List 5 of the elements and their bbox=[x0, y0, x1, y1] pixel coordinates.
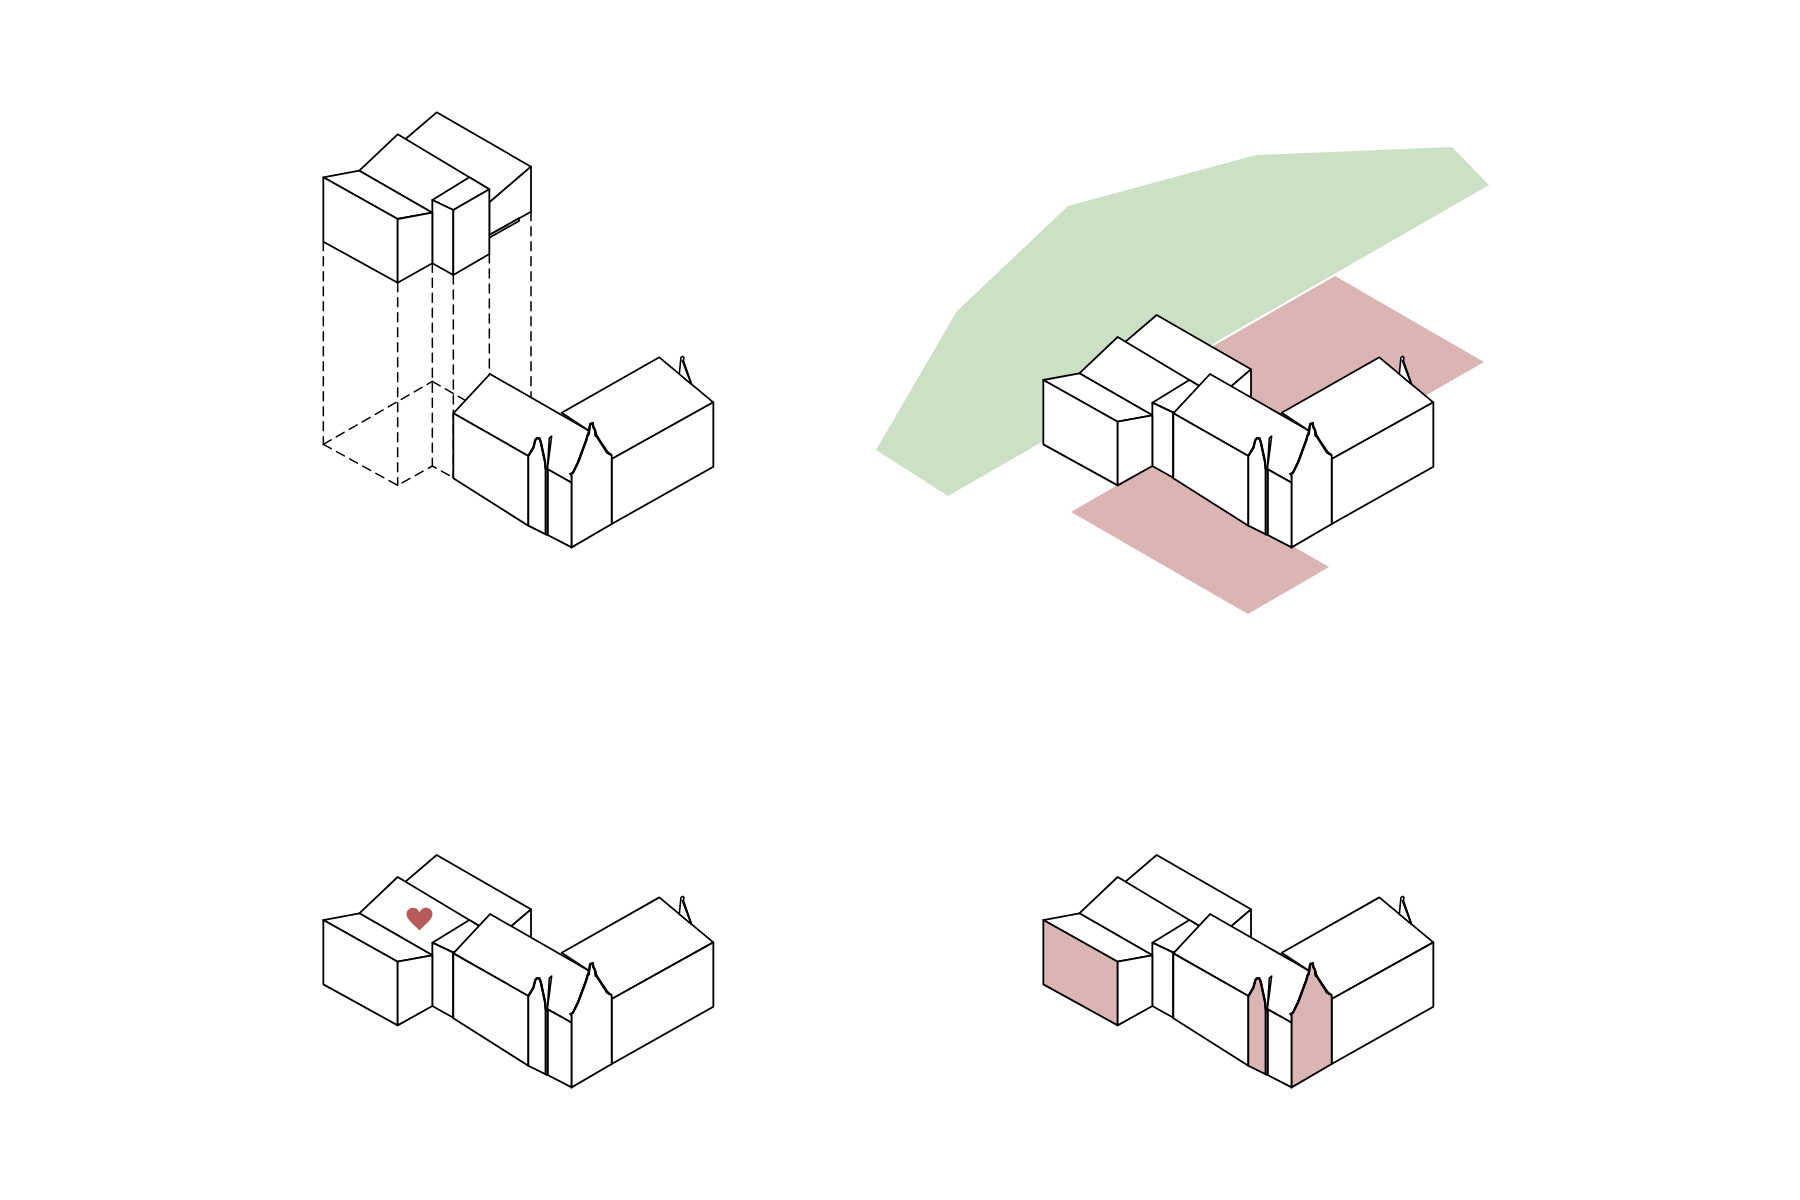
building-drawing bbox=[322, 854, 715, 1089]
heart-icon bbox=[406, 907, 433, 931]
facade-drawing bbox=[1042, 854, 1435, 1089]
exploded-building-drawing bbox=[322, 111, 715, 549]
site-plan-drawing bbox=[876, 147, 1489, 614]
